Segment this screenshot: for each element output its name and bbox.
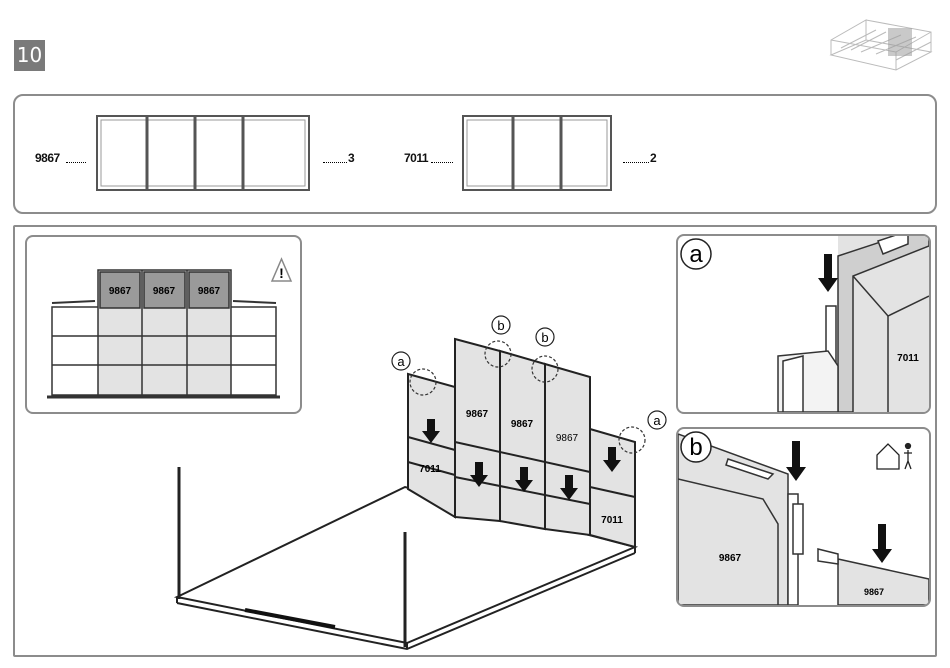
assembly-panel-label: 7011 xyxy=(419,464,441,475)
detail-panel-label: 9867 xyxy=(864,587,884,597)
outdoor-person-icon xyxy=(877,444,912,470)
detail-b-panel: b 9867 9867 xyxy=(676,427,931,607)
step-number: 10 xyxy=(14,40,45,71)
overview-panel-label: 9867 xyxy=(198,286,221,297)
assembly-area: 9867 9867 9867 ! xyxy=(13,225,937,657)
part-code: 7011 xyxy=(404,151,428,165)
overview-panel-label: 9867 xyxy=(153,286,176,297)
callout-letter: a xyxy=(397,354,405,369)
parts-list: 9867 3 7011 2 xyxy=(13,94,937,214)
callout-letter: b xyxy=(541,330,548,345)
callout-letter: a xyxy=(653,413,661,428)
detail-panel-label: 9867 xyxy=(719,553,742,564)
overview-panel-label: 9867 xyxy=(109,286,132,297)
panel-strip-9867 xyxy=(95,114,311,192)
warning-triangle-icon: ! xyxy=(272,259,291,281)
svg-text:!: ! xyxy=(279,265,284,281)
detail-letter: b xyxy=(689,434,702,461)
part-quantity: 2 xyxy=(650,151,657,165)
assembly-panel-label: 9867 xyxy=(556,433,579,444)
part-code: 9867 xyxy=(35,151,60,165)
part-quantity: 3 xyxy=(348,151,355,165)
detail-a-panel: a 7011 xyxy=(676,234,931,414)
assembly-panel-label: 9867 xyxy=(466,409,489,420)
detail-panel-label: 7011 xyxy=(897,353,919,364)
panel-strip-7011 xyxy=(461,114,613,192)
assembly-panel-label: 9867 xyxy=(511,419,534,430)
greenhouse-thumbnail-icon xyxy=(826,10,936,80)
callout-letter: b xyxy=(497,318,504,333)
detail-letter: a xyxy=(689,241,703,268)
assembly-diagram: 9867 9867 9867 7011 7011 a b b a xyxy=(165,307,675,652)
assembly-panel-label: 7011 xyxy=(601,515,623,526)
